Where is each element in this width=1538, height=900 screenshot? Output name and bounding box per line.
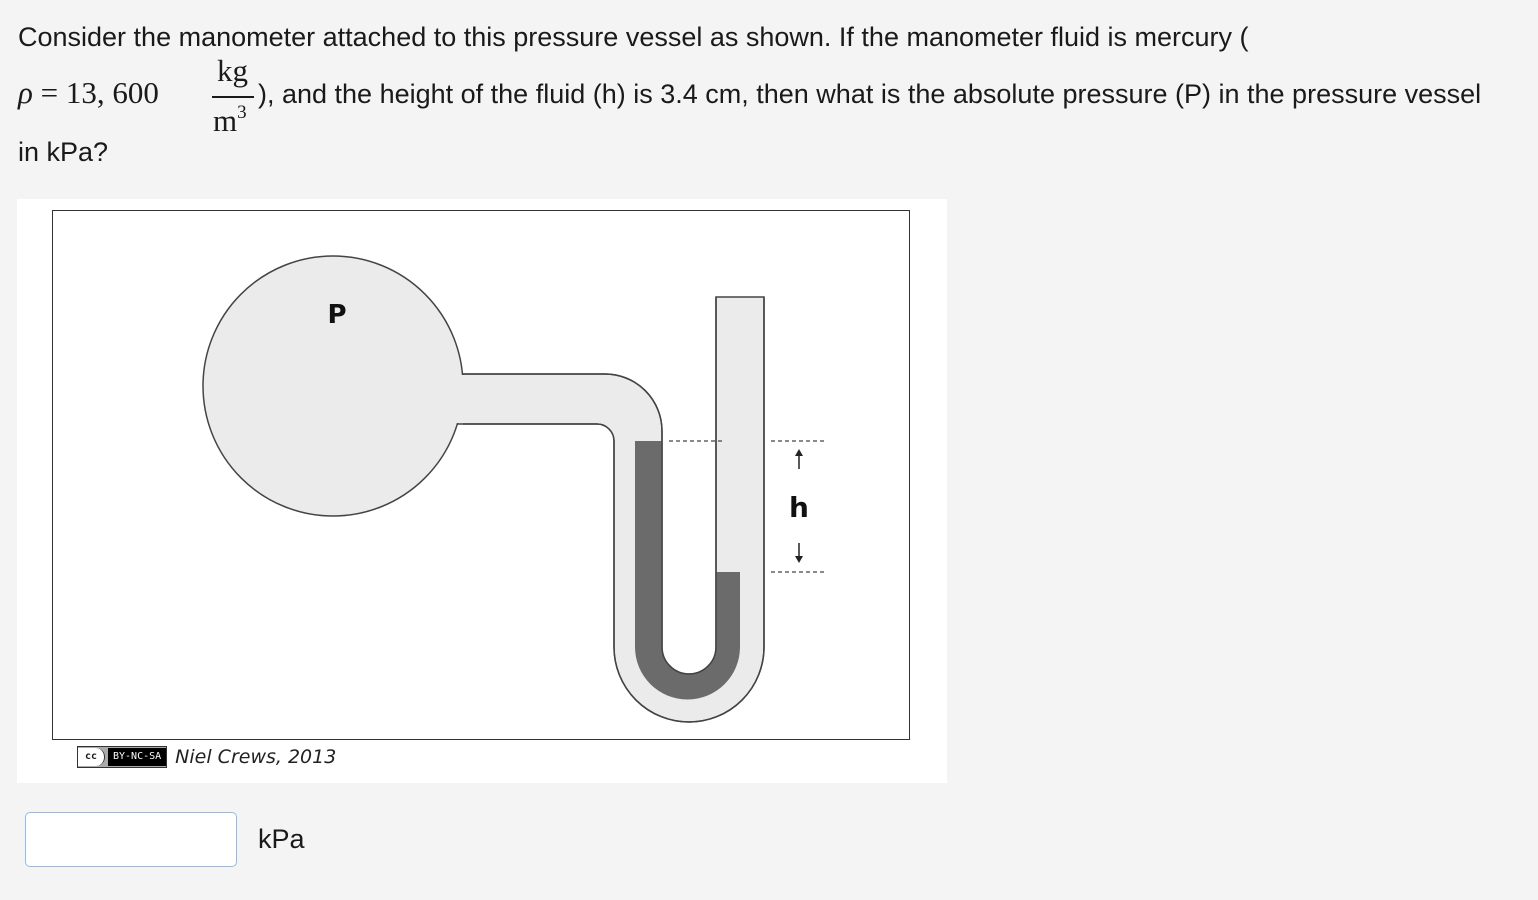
up-arrow-icon xyxy=(795,449,803,469)
cc-icon: cc xyxy=(78,748,105,766)
down-arrow-icon xyxy=(795,543,803,563)
pressure-vessel xyxy=(202,255,464,517)
density-equation: ρ = 13, 600 xyxy=(18,74,159,111)
license-text: BY-NC-SA xyxy=(108,748,167,766)
question-line-2-rest: ), and the height of the fluid (h) is 3.… xyxy=(258,79,1482,109)
manometer-svg: h P xyxy=(202,255,825,723)
author-credit: Niel Crews, 2013 xyxy=(175,746,337,768)
vessel-label: P xyxy=(327,300,346,330)
fraction-denominator: m3 xyxy=(213,102,247,138)
fraction-numerator: kg xyxy=(217,53,248,88)
manometer-diagram: h P xyxy=(52,210,910,740)
answer-unit-label: kPa xyxy=(258,824,305,854)
question-line-1: Consider the manometer attached to this … xyxy=(18,22,1249,52)
height-label: h xyxy=(789,491,809,524)
density-value: = 13, 600 xyxy=(32,75,159,110)
fraction-bar xyxy=(212,96,254,98)
credit-line: cc BY-NC-SA Niel Crews, 2013 xyxy=(77,746,336,768)
unit-fraction: kg m3 xyxy=(198,52,256,138)
question-line-3: in kPa? xyxy=(18,137,109,167)
figure-panel: h P cc BY-NC-SA Niel Crews, 2013 xyxy=(17,199,947,783)
license-badge: cc BY-NC-SA xyxy=(77,746,168,768)
answer-input[interactable] xyxy=(25,812,237,867)
rho-symbol: ρ xyxy=(18,75,33,110)
